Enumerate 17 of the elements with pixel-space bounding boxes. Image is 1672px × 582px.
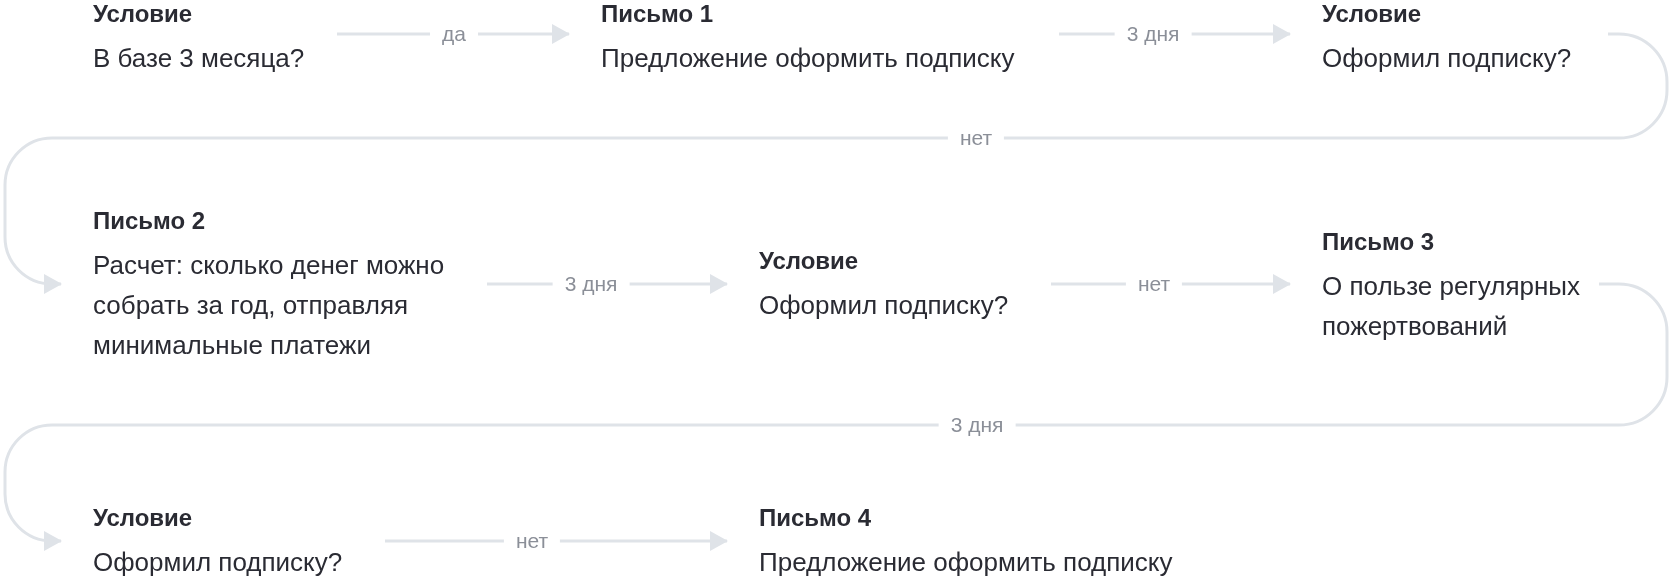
- step-heading: Письмо 4: [759, 504, 872, 532]
- step-description: Оформил подписку?: [93, 546, 343, 579]
- step-description: О пользе регулярных пожертвований: [1322, 270, 1582, 343]
- step-heading: Условие: [93, 504, 193, 532]
- step-description: В базе 3 месяца?: [93, 42, 305, 75]
- step-description: Оформил подписку?: [759, 289, 1009, 322]
- step-heading: Условие: [93, 0, 193, 28]
- step-heading: Письмо 1: [601, 0, 714, 28]
- step-description: Оформил подписку?: [1322, 42, 1572, 75]
- step-description: Предложение оформить подписку: [601, 42, 1015, 75]
- step-heading: Условие: [1322, 0, 1422, 28]
- step-heading: Письмо 2: [93, 207, 206, 235]
- connector-arrow: [3, 282, 1669, 551]
- step-description: Расчет: сколько денег можно собрать за год, отправляя минимальные платежи: [93, 249, 446, 362]
- step-description: Предложение оформить подписку: [759, 546, 1173, 579]
- step-heading: Условие: [759, 247, 859, 275]
- step-heading: Письмо 3: [1322, 228, 1435, 256]
